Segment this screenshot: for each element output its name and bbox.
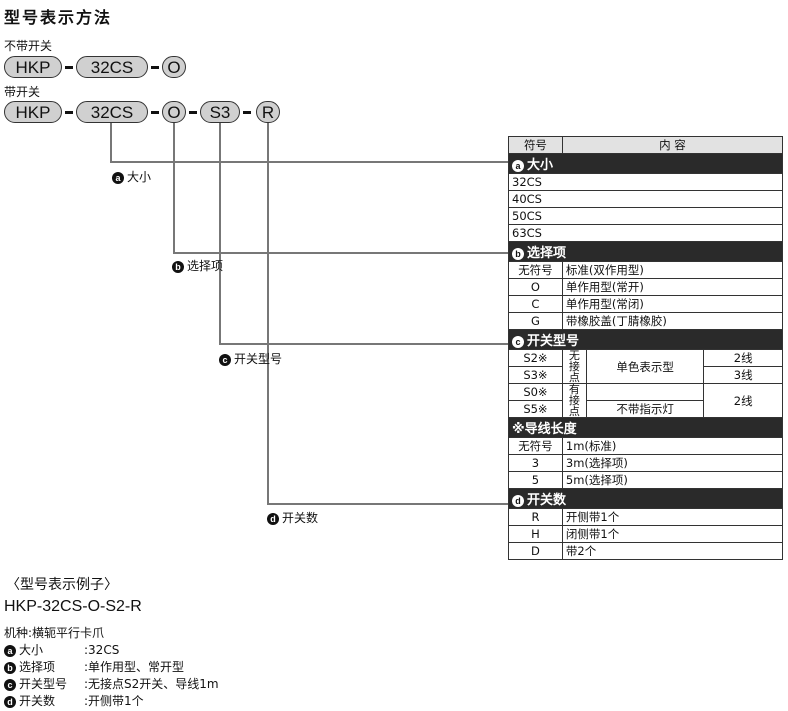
code-part-hkp: HKP bbox=[4, 56, 62, 78]
code-dash bbox=[151, 66, 159, 69]
with-switch-label: 带开关 bbox=[4, 85, 41, 99]
badge-a-icon: a bbox=[512, 159, 524, 172]
badge-b-icon: b bbox=[512, 247, 524, 260]
code-dash bbox=[189, 111, 197, 114]
table-row: 无符号标准(双作用型) bbox=[508, 261, 784, 279]
connector-line bbox=[110, 161, 508, 163]
table-row: 32CS bbox=[508, 173, 783, 191]
connector-line bbox=[219, 343, 508, 345]
badge-d-icon: d bbox=[512, 494, 524, 507]
example-heading: 〈型号表示例子〉 bbox=[6, 577, 118, 593]
table-row: 50CS bbox=[508, 207, 783, 225]
code-dash bbox=[243, 111, 251, 114]
connector-line bbox=[173, 123, 175, 253]
connector-line bbox=[110, 123, 112, 162]
table-header: 符号 内 容 bbox=[508, 136, 784, 154]
badge-b-icon: b bbox=[4, 661, 16, 674]
badge-c-icon: c bbox=[219, 353, 231, 366]
table-row: 63CS bbox=[508, 224, 783, 242]
code-part-switch: S3 bbox=[200, 101, 240, 123]
table-row: S0※ 有接点 2线 bbox=[508, 383, 783, 418]
badge-c-icon: c bbox=[512, 335, 524, 348]
code-part-option: O bbox=[162, 101, 186, 123]
connector-line bbox=[173, 252, 508, 254]
connector-line bbox=[267, 123, 269, 504]
code-part-size: 32CS bbox=[76, 56, 148, 78]
badge-a-icon: a bbox=[4, 644, 16, 657]
page-title: 型号表示方法 bbox=[4, 8, 113, 27]
without-switch-label: 不带开关 bbox=[4, 39, 53, 53]
section-lead: ※导线长度 bbox=[508, 417, 783, 438]
code-part-hkp: HKP bbox=[4, 101, 62, 123]
connector-line bbox=[267, 503, 508, 505]
code-dash bbox=[151, 111, 159, 114]
code-part-option: O bbox=[162, 56, 186, 78]
code-part-count: R bbox=[256, 101, 280, 123]
header-symbol: 符号 bbox=[508, 136, 563, 154]
code-part-size: 32CS bbox=[76, 101, 148, 123]
badge-a-icon: a bbox=[112, 171, 124, 184]
badge-d-icon: d bbox=[267, 512, 279, 525]
badge-b-icon: b bbox=[172, 260, 184, 273]
badge-d-icon: d bbox=[4, 695, 16, 708]
table-row: 40CS bbox=[508, 190, 783, 208]
connector-line bbox=[219, 123, 221, 344]
code-dash bbox=[65, 111, 73, 114]
header-content: 内 容 bbox=[561, 136, 784, 154]
code-dash bbox=[65, 66, 73, 69]
example-code: HKP-32CS-O-S2-R bbox=[4, 598, 142, 615]
table-row: S2※ 无接点 单色表示型 2线 bbox=[508, 349, 783, 384]
example-model: 机种:横轭平行卡爪 bbox=[4, 626, 105, 640]
badge-c-icon: c bbox=[4, 678, 16, 691]
